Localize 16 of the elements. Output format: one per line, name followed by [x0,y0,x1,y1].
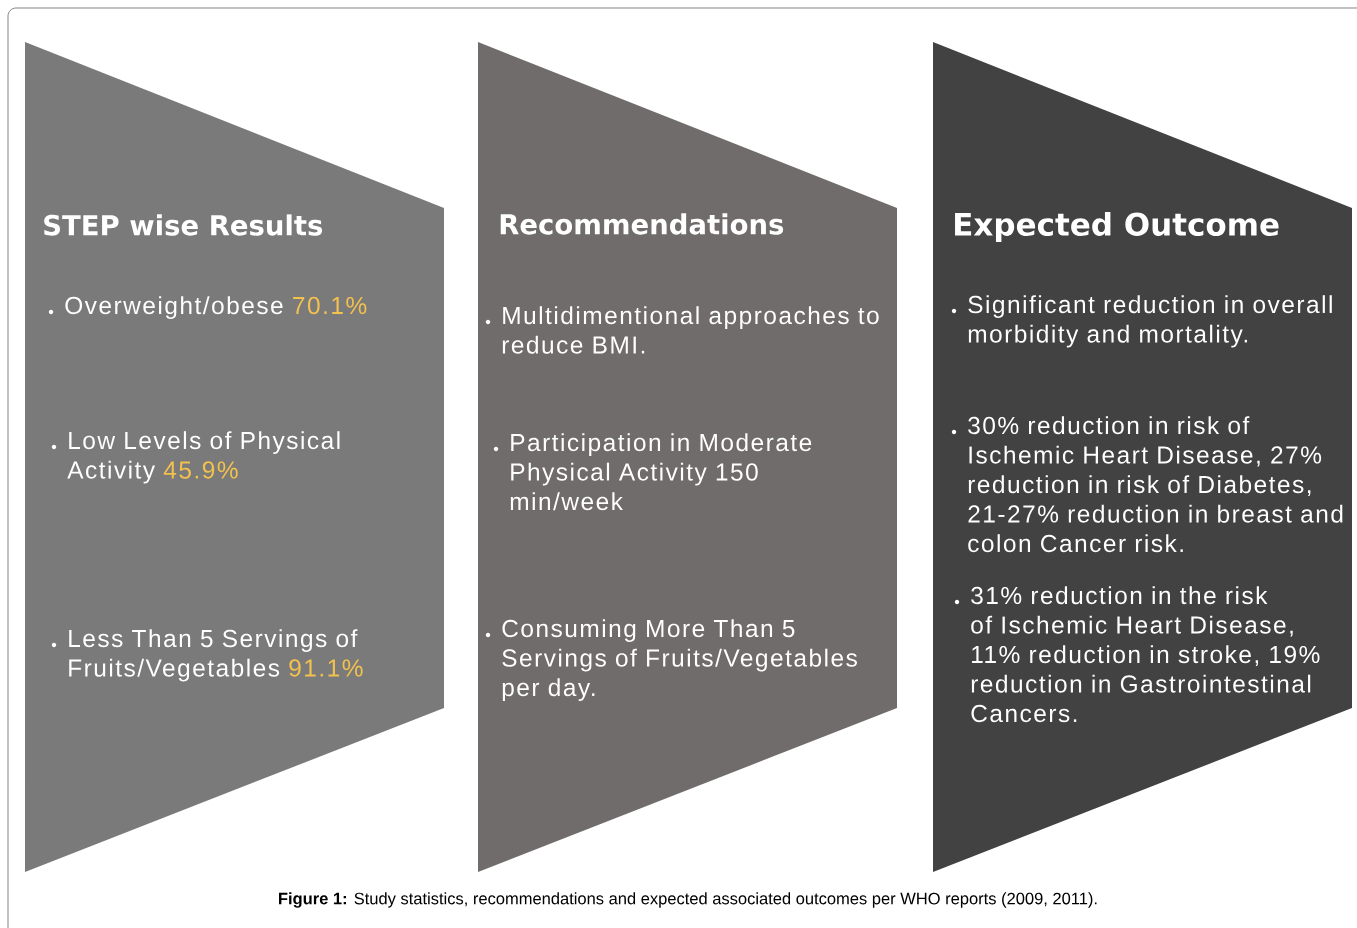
panel-heading: Recommendations [500,213,784,235]
chevron-panel [933,42,1352,872]
bullet-text: Low Levels of Physical Activity 45.9% [67,431,340,484]
chevron-panel [478,42,897,872]
chevron-panel [25,42,444,872]
bullet-text: Significant reduction in overall morbidity and mortality. [968,295,1332,348]
bullet-text: Overweight/obese 70.1% [65,296,367,320]
bullet-text: 30% reduction in risk of Ischemic Heart Disease, 27% reduction in risk of Diabetes, 21-27% reduction in breast and colon Cancer risk. [968,416,1343,553]
panel-heading: STEP wise Results [44,214,323,236]
bullet-text: Less Than 5 Servings of Fruits/Vegetables 91.1% [69,629,363,682]
bullet-text: 31% reduction in the risk of Ischemic Heart Disease, 11% reduction in stroke, 19% reduction in Gastrointestinal Cancers. [971,586,1320,723]
bullet-text: Consuming More Than 5 Servings of Fruits/Vegetables per day. [502,619,857,702]
caption: Figure 1: Study statistics, recommendations and expected associated outcomes per WHO reports (2009, 2011). [279,892,1097,908]
bullet-text: Multidimentional approaches to reduce BMI. [502,306,879,354]
panel-heading: Expected Outcome [955,212,1279,242]
bullet-text: Participation in Moderate Physical Activity 150 min/week [510,433,812,511]
